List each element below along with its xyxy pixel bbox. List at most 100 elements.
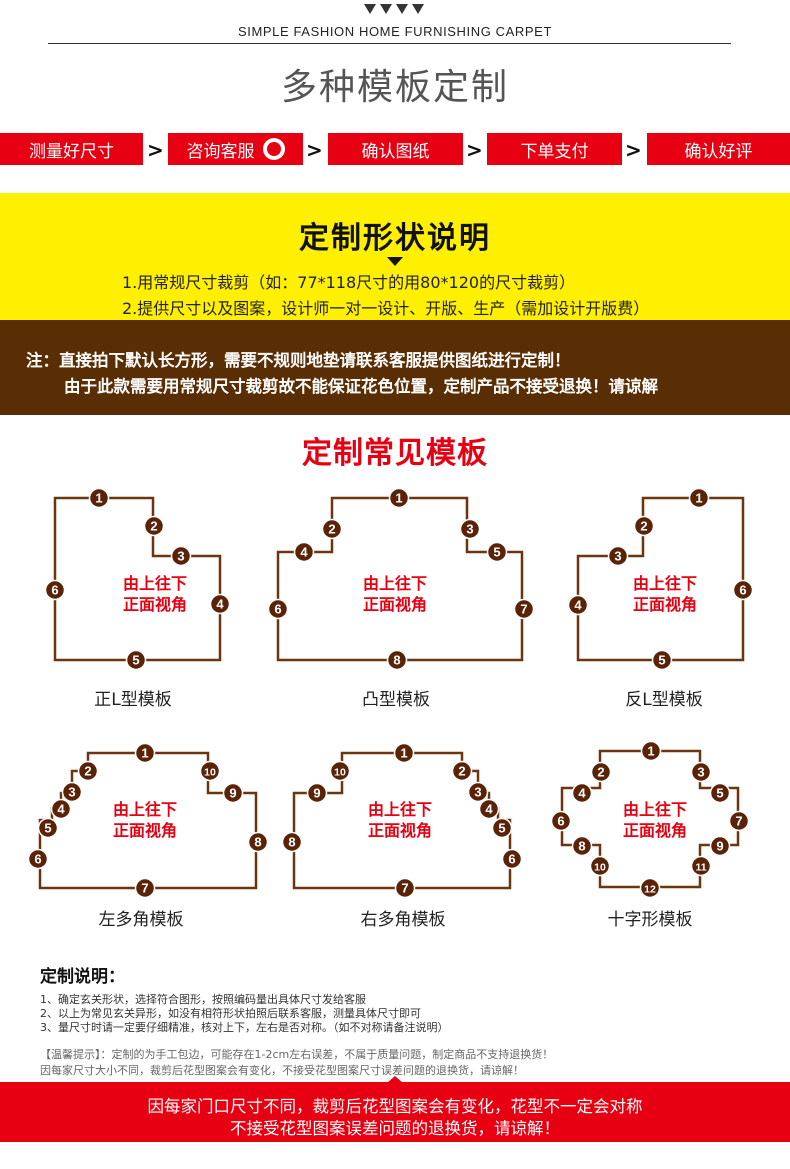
footer-line-2: 不接受花型图案误差问题的退换货，请谅解！: [230, 1119, 560, 1138]
measure-point-number: 1: [141, 746, 148, 761]
measure-point-number: 7: [520, 602, 527, 617]
measure-point-badge: [88, 487, 110, 509]
measure-point-badge: [732, 579, 754, 601]
header-triangles-decor: [364, 4, 424, 14]
measure-point-number: 1: [695, 491, 702, 506]
custom-note-item: 2、以上为常见玄关异形，如没有相符形状拍照后联系客服，测量具体尺寸即可: [40, 1007, 421, 1020]
measure-point-badge: [222, 782, 244, 804]
triangle-up-icon: [387, 1076, 403, 1083]
template-name-cross: 十字形模板: [607, 910, 693, 930]
measure-point-badge: [143, 515, 165, 537]
measure-point-number: 2: [458, 764, 465, 779]
measure-point-badge: [651, 649, 673, 671]
step-label: 确认好评: [684, 141, 753, 162]
measure-point-badge: [329, 760, 351, 782]
measure-point-number: 9: [716, 839, 723, 854]
measure-point-badge: [134, 742, 156, 764]
measure-point-number: 9: [229, 786, 236, 801]
template-outline: [560, 749, 740, 889]
measure-point-badge: [639, 877, 661, 899]
measure-point-number: 1: [395, 491, 402, 506]
measure-point-badge: [394, 877, 416, 899]
measure-point-badge: [709, 835, 731, 857]
measure-point-badge: [590, 761, 612, 783]
templates-title: 定制常见模板: [302, 436, 488, 471]
measure-point-number: 3: [177, 549, 184, 564]
template-outline: [576, 496, 745, 662]
template-name-l: 正L型模板: [94, 690, 172, 710]
step-arrow: >: [466, 138, 483, 162]
measure-point-number: 7: [141, 881, 148, 896]
measure-point-badge: [170, 545, 192, 567]
step-label: 确认图纸: [361, 141, 430, 162]
measure-point-number: 4: [57, 802, 65, 817]
measure-point-number: 5: [716, 786, 723, 801]
measure-point-badge: [688, 487, 710, 509]
measure-point-number: 2: [597, 765, 604, 780]
measure-point-badge: [589, 855, 611, 877]
measure-point-badge: [388, 487, 410, 509]
measure-point-badge: [571, 835, 593, 857]
measure-point-number: 3: [614, 549, 621, 564]
footer-line-1: 因每家门口尺寸不同，裁剪后花型图案会有变化，花型不一定会对称: [147, 1097, 643, 1116]
measure-point-number: 2: [84, 764, 91, 779]
measure-point-number: 6: [51, 583, 58, 598]
measure-point-number: 4: [574, 598, 582, 613]
warm-tip-1: 【温馨提示】：定制的为手工包边，可能存在1-2cm左右误差，不属于质量问题，制定…: [40, 1048, 554, 1061]
measure-point-badge: [607, 545, 629, 567]
view-angle-text: 由上往下: [123, 574, 187, 593]
measure-point-badge: [478, 798, 500, 820]
measure-point-number: 10: [334, 767, 346, 779]
measure-point-badge: [393, 742, 415, 764]
measure-point-number: 6: [34, 852, 41, 867]
measure-point-number: 10: [204, 767, 216, 779]
measure-point-badge: [134, 877, 156, 899]
measure-point-badge: [728, 810, 750, 832]
measure-point-number: 3: [474, 785, 481, 800]
measure-point-number: 12: [644, 884, 656, 896]
header-subtitle-en: SIMPLE FASHION HOME FURNISHING CARPET: [237, 24, 552, 39]
shape-info-line-2: 2.提供尺寸以及图案，设计师一对一设计、开版、生产（需加设计开版费）: [122, 299, 650, 318]
measure-point-badge: [690, 855, 712, 877]
template-name-convex: 凸型模板: [362, 690, 430, 710]
measure-point-number: 1: [95, 491, 102, 506]
measure-point-badge: [37, 817, 59, 839]
view-angle-text: 正面视角: [633, 595, 697, 614]
view-angle-text: 正面视角: [123, 595, 187, 614]
step-measure: 测量好尺寸: [0, 133, 143, 165]
measure-point-number: 1: [647, 744, 654, 759]
measure-point-badge: [491, 817, 513, 839]
measure-point-badge: [571, 782, 593, 804]
custom-note-item: 3、量尺寸时请一定要仔细精准，核对上下，左右是否对称。（如不对称请备注说明）: [40, 1021, 449, 1034]
measure-point-number: 6: [508, 852, 515, 867]
step-consult: 咨询客服: [168, 133, 303, 165]
measure-point-number: 5: [493, 545, 500, 560]
measure-point-number: 5: [498, 821, 505, 836]
template-name-right-multi: 右多角模板: [360, 910, 446, 930]
measure-point-badge: [459, 518, 481, 540]
measure-point-number: 2: [150, 519, 157, 534]
measure-point-badge: [321, 518, 343, 540]
view-angle-text: 由上往下: [113, 800, 177, 819]
view-angle-text: 正面视角: [623, 821, 687, 840]
notice-line-1: 注：直接拍下默认长方形，需要不规则地垫请联系客服提供图纸进行定制！: [26, 351, 571, 370]
measure-point-number: 2: [328, 522, 335, 537]
view-angle-text: 正面视角: [368, 821, 432, 840]
view-angle-text: 由上往下: [633, 574, 697, 593]
custom-notes-title: 定制说明：: [40, 967, 125, 987]
step-pay: 下单支付: [487, 133, 622, 165]
measure-point-number: 2: [640, 519, 647, 534]
measure-point-badge: [247, 831, 269, 853]
view-angle-text: 正面视角: [363, 595, 427, 614]
measure-point-number: 10: [594, 862, 606, 874]
measure-point-number: 3: [68, 785, 75, 800]
measure-point-number: 3: [697, 765, 704, 780]
view-angle-text: 正面视角: [113, 821, 177, 840]
measure-point-badge: [50, 798, 72, 820]
measure-point-number: 11: [695, 862, 706, 874]
customer-service-icon: [262, 138, 285, 160]
measure-point-badge: [467, 781, 489, 803]
measure-point-badge: [77, 760, 99, 782]
measure-point-number: 8: [254, 835, 261, 850]
